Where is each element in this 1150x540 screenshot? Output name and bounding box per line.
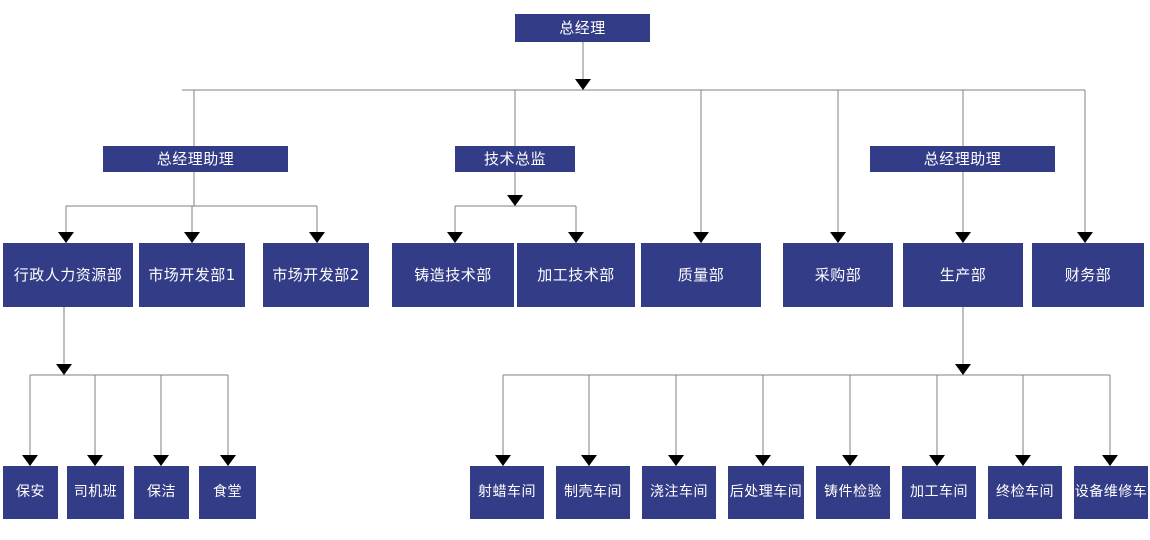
org-node-label: 生产部 — [939, 265, 987, 284]
arrow-mkt2-arrowhead-icon — [309, 232, 325, 243]
org-node-drivers[interactable]: 司机班 — [67, 466, 124, 519]
org-node-final[interactable]: 终检车间 — [988, 466, 1062, 519]
org-node-post[interactable]: 后处理车间 — [728, 466, 804, 519]
org-node-finance[interactable]: 财务部 — [1032, 243, 1144, 307]
arrow-hr-bus-arrowhead-icon — [56, 364, 72, 375]
org-node-security[interactable]: 保安 — [3, 466, 58, 519]
arrow-final-arrowhead-icon — [1015, 455, 1031, 466]
org-node-cast_tech[interactable]: 铸造技术部 — [392, 243, 514, 307]
org-node-purchase[interactable]: 采购部 — [783, 243, 893, 307]
org-node-inspect[interactable]: 铸件检验 — [816, 466, 890, 519]
arrow-mkt1-arrowhead-icon — [184, 232, 200, 243]
arrow-canteen-arrowhead-icon — [220, 455, 236, 466]
org-node-shell[interactable]: 制壳车间 — [556, 466, 630, 519]
org-node-mkt1[interactable]: 市场开发部1 — [139, 243, 245, 307]
org-node-label: 质量部 — [677, 265, 725, 284]
org-node-label: 财务部 — [1064, 265, 1112, 284]
arrow-machtech-arrowhead-icon — [568, 232, 584, 243]
org-node-label: 后处理车间 — [729, 483, 803, 500]
org-node-cleaning[interactable]: 保洁 — [134, 466, 189, 519]
arrow-techdir-arrowhead-icon — [507, 195, 523, 206]
org-node-machining[interactable]: 加工车间 — [902, 466, 976, 519]
arrow-pour-arrowhead-icon — [668, 455, 684, 466]
org-node-asst1[interactable]: 总经理助理 — [103, 146, 288, 172]
arrow-purchase-arrowhead-icon — [830, 232, 846, 243]
org-node-label: 食堂 — [213, 483, 242, 500]
org-node-asst2[interactable]: 总经理助理 — [870, 146, 1055, 172]
org-node-mach_tech[interactable]: 加工技术部 — [517, 243, 635, 307]
arrow-shell-arrowhead-icon — [581, 455, 597, 466]
arrow-quality-arrowhead-icon — [693, 232, 709, 243]
org-node-pour[interactable]: 浇注车间 — [642, 466, 716, 519]
org-node-label: 总经理助理 — [923, 149, 1002, 168]
arrow-casttech-arrowhead-icon — [447, 232, 463, 243]
org-node-produce[interactable]: 生产部 — [903, 243, 1023, 307]
org-node-label: 保洁 — [147, 483, 176, 500]
arrow-wax-arrowhead-icon — [495, 455, 511, 466]
org-node-label: 加工车间 — [910, 483, 968, 500]
org-node-tech_dir[interactable]: 技术总监 — [455, 146, 575, 172]
arrow-inspect-arrowhead-icon — [842, 455, 858, 466]
org-node-hr[interactable]: 行政人力资源部 — [3, 243, 133, 307]
org-node-label: 铸件检验 — [824, 483, 882, 500]
org-node-label: 总经理 — [559, 18, 606, 37]
arrow-post-arrowhead-icon — [755, 455, 771, 466]
org-node-label: 射蜡车间 — [478, 483, 536, 500]
org-node-canteen[interactable]: 食堂 — [199, 466, 256, 519]
org-node-label: 加工技术部 — [537, 265, 615, 284]
arrow-produce-bus-arrowhead-icon — [955, 364, 971, 375]
org-node-wax[interactable]: 射蜡车间 — [470, 466, 544, 519]
org-node-label: 总经理助理 — [156, 149, 235, 168]
arrow-cleaning-arrowhead-icon — [153, 455, 169, 466]
org-node-label: 采购部 — [814, 265, 862, 284]
org-node-maint[interactable]: 设备维修车 — [1074, 466, 1148, 519]
org-node-label: 制壳车间 — [564, 483, 622, 500]
arrow-produce-arrowhead-icon — [955, 232, 971, 243]
org-node-mkt2[interactable]: 市场开发部2 — [263, 243, 369, 307]
arrow-hr-arrowhead-icon — [58, 232, 74, 243]
arrow-level1-bus-arrowhead-icon — [575, 79, 591, 90]
org-node-gm[interactable]: 总经理 — [515, 14, 650, 42]
org-node-label: 浇注车间 — [650, 483, 708, 500]
org-node-label: 保安 — [16, 483, 45, 500]
org-node-label: 终检车间 — [996, 483, 1054, 500]
arrow-maint-arrowhead-icon — [1102, 455, 1118, 466]
org-node-label: 行政人力资源部 — [13, 265, 123, 284]
org-node-quality[interactable]: 质量部 — [641, 243, 761, 307]
org-node-label: 设备维修车 — [1074, 483, 1148, 500]
arrow-machining-arrowhead-icon — [929, 455, 945, 466]
org-node-label: 市场开发部1 — [148, 265, 236, 284]
arrow-drivers-arrowhead-icon — [87, 455, 103, 466]
org-node-label: 市场开发部2 — [272, 265, 360, 284]
org-node-label: 司机班 — [73, 483, 118, 500]
org-node-label: 铸造技术部 — [414, 265, 492, 284]
arrow-security-arrowhead-icon — [22, 455, 38, 466]
arrow-finance-arrowhead-icon — [1077, 232, 1093, 243]
org-node-label: 技术总监 — [483, 149, 546, 168]
